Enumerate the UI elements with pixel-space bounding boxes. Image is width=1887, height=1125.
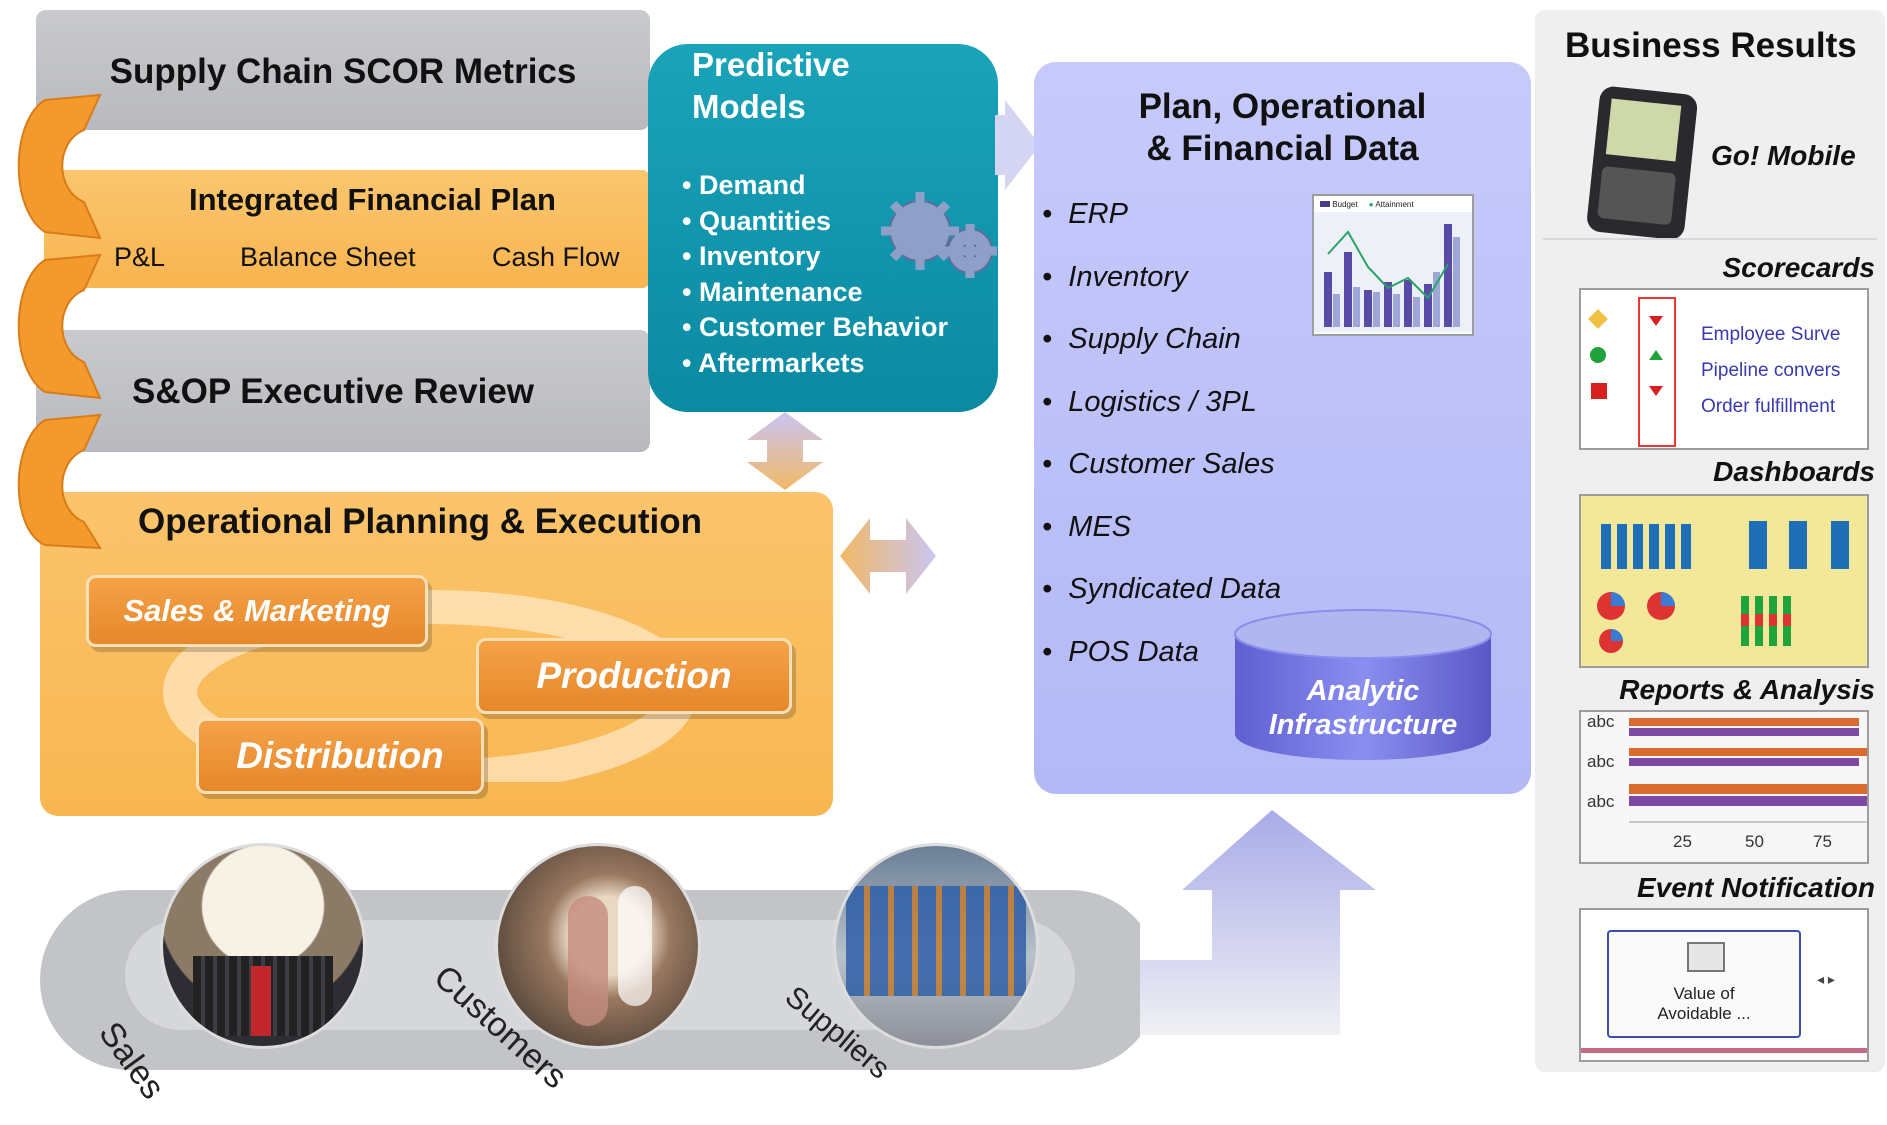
balance-sheet-label: Balance Sheet xyxy=(240,242,416,272)
predictive-item: • Customer Behavior xyxy=(682,312,949,342)
reports-thumbnail: abc abc abc 25 50 75 xyxy=(1579,710,1869,864)
mini-bars xyxy=(1314,212,1472,332)
scorecards-thumbnail: Employee Surve Pipeline convers Order fu… xyxy=(1579,288,1869,450)
production-label: Production xyxy=(536,655,732,696)
report-mini-bars xyxy=(1581,712,1867,862)
event-card: Value of Avoidable ... xyxy=(1607,930,1801,1038)
scorecards-heading: Scorecards xyxy=(1722,252,1875,283)
vertical-double-arrow xyxy=(747,412,823,490)
report-axis-label: abc xyxy=(1587,752,1615,771)
report-tick: 50 xyxy=(1745,832,1764,851)
sop-review-title: S&OP Executive Review xyxy=(131,372,535,411)
financial-plan-bar: Integrated Financial Plan P&L Balance Sh… xyxy=(44,170,650,288)
predictive-item: • Demand xyxy=(682,170,806,200)
distribution-label: Distribution xyxy=(236,735,444,776)
report-axis-label: abc xyxy=(1587,792,1615,811)
distribution-pill: Distribution xyxy=(196,718,484,794)
customers-photo xyxy=(495,843,701,1049)
predictive-models-panel: Predictive Models • Demand • Quantities … xyxy=(648,44,998,412)
reports-analysis-heading: Reports & Analysis xyxy=(1619,674,1875,705)
data-source-item: • Logistics / 3PL xyxy=(1042,385,1257,418)
predictive-item: • Inventory xyxy=(682,241,821,271)
scorecard-row: Employee Surve xyxy=(1701,324,1841,345)
infrastructure-line2: Infrastructure xyxy=(1268,709,1458,741)
scor-metrics-bar: Supply Chain SCOR Metrics xyxy=(36,10,650,130)
blackberry-phone-icon xyxy=(1587,86,1697,238)
cash-flow-label: Cash Flow xyxy=(492,242,620,272)
event-text-line1: Value of xyxy=(1673,984,1735,1003)
event-scroll-arrows[interactable]: ◂ ▸ xyxy=(1817,971,1835,987)
sales-marketing-pill: Sales & Marketing xyxy=(86,575,428,647)
business-results-panel: Business Results Go! Mobile Scorecards E… xyxy=(1535,10,1885,1072)
horizontal-double-arrow xyxy=(840,518,936,594)
data-source-item: • ERP xyxy=(1042,198,1128,230)
analytic-infrastructure-label: Analytic Infrastructure xyxy=(1230,674,1496,742)
suppliers-photo xyxy=(833,843,1039,1049)
sales-marketing-label: Sales & Marketing xyxy=(123,593,391,628)
predictive-to-data-arrow xyxy=(995,100,1040,190)
legend-budget: Budget xyxy=(1332,200,1358,209)
predictive-models-list: • Demand • Quantities • Inventory • Main… xyxy=(682,168,948,381)
data-source-item: • Inventory xyxy=(1042,260,1188,293)
financial-plan-title: Integrated Financial Plan xyxy=(189,182,556,217)
calendar-icon xyxy=(1687,942,1725,972)
production-pill: Production xyxy=(476,638,792,714)
feedback-arrows xyxy=(17,93,102,550)
infrastructure-line1: Analytic xyxy=(1306,675,1420,707)
sales-photo xyxy=(160,843,366,1049)
dashboards-heading: Dashboards xyxy=(1713,456,1875,487)
predictive-item: • Quantities xyxy=(682,205,831,236)
gears-icon xyxy=(881,192,997,278)
analytic-infrastructure-cylinder xyxy=(1234,609,1492,760)
data-source-item: • Syndicated Data xyxy=(1042,573,1282,605)
go-mobile-label: Go! Mobile xyxy=(1711,140,1856,171)
dashboard-mini-charts xyxy=(1581,496,1867,666)
report-tick: 75 xyxy=(1813,832,1832,851)
budget-attainment-chart-thumbnail: Budget ● Attainment xyxy=(1312,194,1474,336)
predictive-item: • Aftermarkets xyxy=(682,347,865,378)
data-panel-title-line2: & Financial Data xyxy=(1146,129,1419,168)
legend-attainment: Attainment xyxy=(1375,200,1414,209)
chart-legend: Budget ● Attainment xyxy=(1320,200,1414,209)
operational-planning-title: Operational Planning & Execution xyxy=(138,502,702,541)
sop-review-bar: S&OP Executive Review xyxy=(36,330,650,452)
data-source-item: • MES xyxy=(1042,510,1132,543)
scorecard-row: Pipeline convers xyxy=(1701,360,1841,381)
scorecard-row: Order fulfillment xyxy=(1701,396,1836,417)
data-source-list: • ERP • Inventory • Supply Chain • Logis… xyxy=(1042,198,1281,698)
scorecard-status-icons xyxy=(1588,297,1676,447)
scor-metrics-title: Supply Chain SCOR Metrics xyxy=(109,52,577,91)
pl-label: P&L xyxy=(114,242,166,272)
data-source-item: • Supply Chain xyxy=(1042,323,1241,355)
dashboards-thumbnail xyxy=(1579,494,1869,668)
event-notification-thumbnail: Value of Avoidable ... ◂ ▸ xyxy=(1579,908,1869,1062)
predictive-item: • Maintenance xyxy=(682,276,863,307)
event-text-line2: Avoidable ... xyxy=(1657,1004,1751,1023)
event-text: Value of Avoidable ... xyxy=(1609,984,1799,1024)
event-notification-heading: Event Notification xyxy=(1636,872,1875,903)
report-axis-label: abc xyxy=(1587,712,1615,731)
predictive-models-title: Predictive Models xyxy=(692,46,850,125)
data-panel-title-line1: Plan, Operational xyxy=(1138,87,1427,126)
business-results-title: Business Results xyxy=(1565,26,1857,65)
divider xyxy=(1543,238,1877,240)
event-footer-bar xyxy=(1581,1048,1867,1053)
data-panel: Plan, Operational & Financial Data • ERP… xyxy=(1034,62,1531,794)
data-panel-title: Plan, Operational & Financial Data xyxy=(1034,86,1531,170)
data-source-item: • POS Data xyxy=(1042,635,1199,668)
data-source-item: • Customer Sales xyxy=(1042,448,1275,480)
report-tick: 25 xyxy=(1673,832,1692,851)
